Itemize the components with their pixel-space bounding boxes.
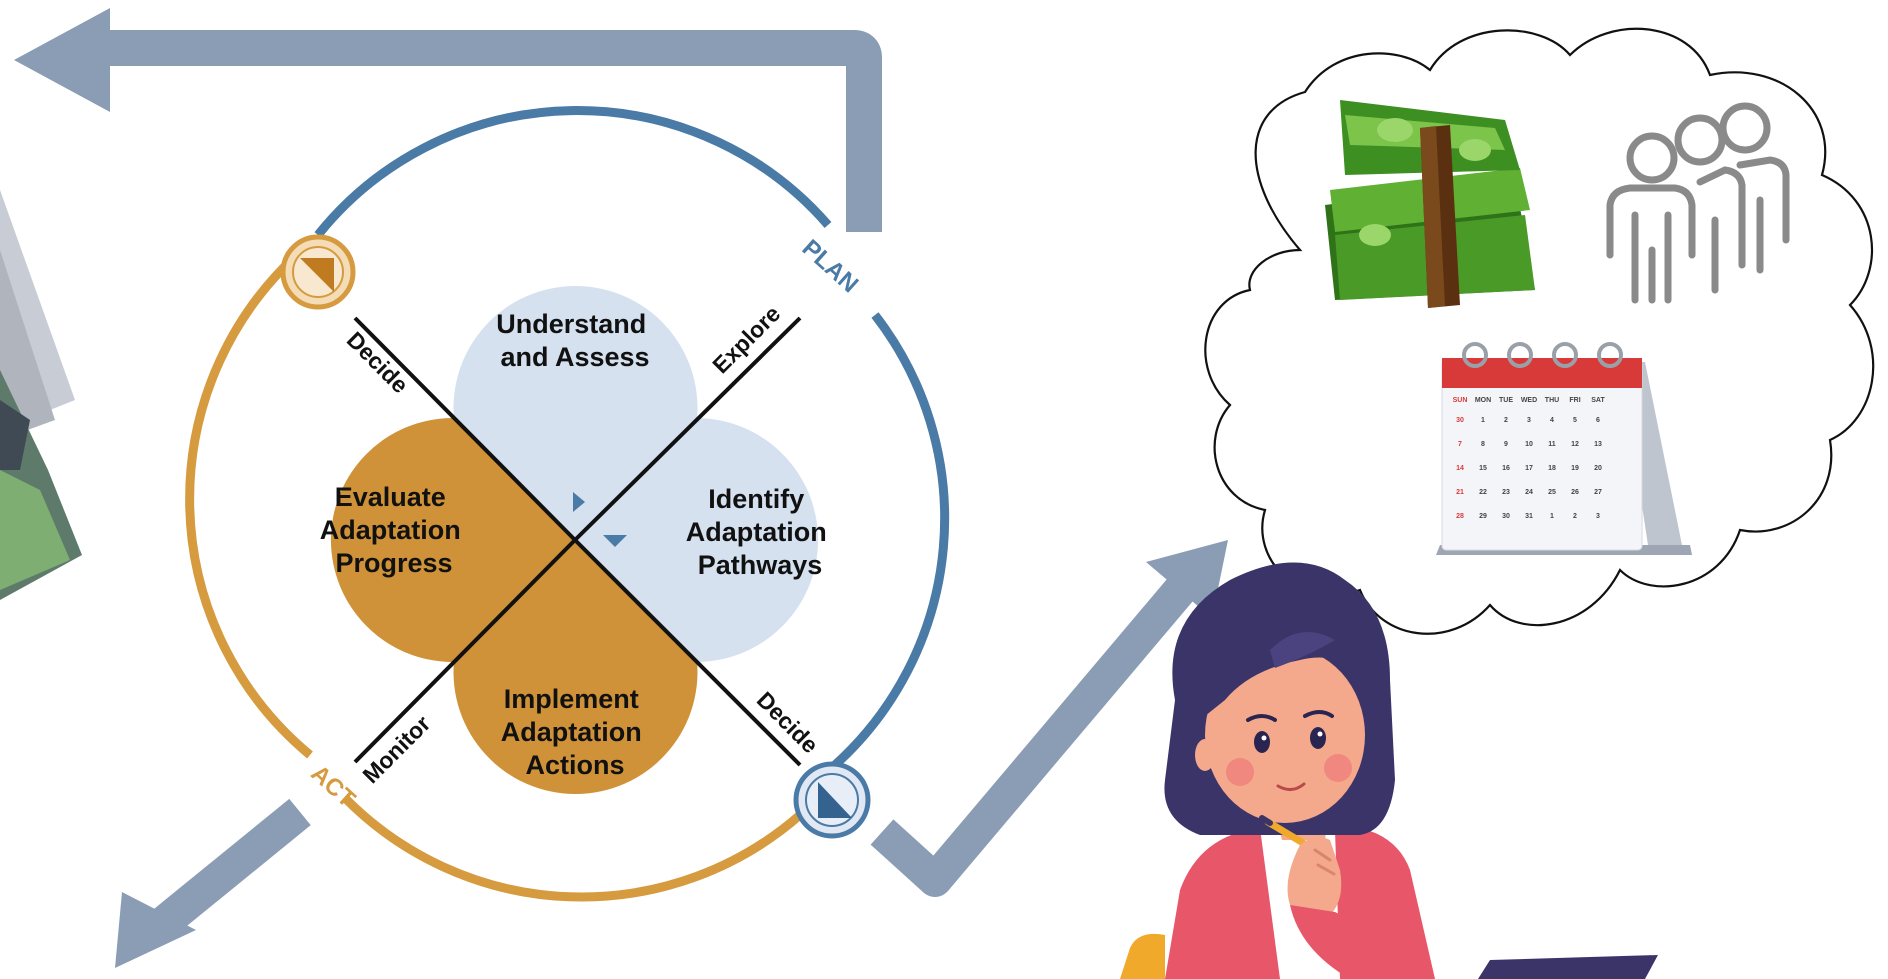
svg-text:12: 12	[1571, 441, 1579, 448]
svg-text:MON: MON	[1475, 397, 1491, 404]
evaluate-adaptation-progress-label: Evaluate Adaptation Progress	[320, 482, 469, 578]
photo-front-roof	[0, 400, 30, 470]
svg-text:30: 30	[1456, 417, 1464, 424]
svg-text:20: 20	[1594, 465, 1602, 472]
implement-adaptation-actions-label: Implement Adaptation Actions	[501, 684, 650, 780]
calendar-icon: SUN MON TUE WED THU FRI SAT 30 1 2 3 4 5…	[1436, 342, 1692, 555]
plan-end-marker	[793, 761, 871, 839]
svg-text:18: 18	[1548, 465, 1556, 472]
plan-label: PLAN	[797, 235, 864, 299]
svg-text:5: 5	[1573, 417, 1577, 424]
svg-text:27: 27	[1594, 489, 1602, 496]
photo-stack	[0, 190, 82, 600]
svg-text:23: 23	[1502, 489, 1510, 496]
bottom-left-arrowhead	[115, 892, 196, 968]
svg-text:3: 3	[1596, 513, 1600, 520]
cheek-right	[1324, 754, 1352, 782]
svg-text:6: 6	[1596, 417, 1600, 424]
flow-arrows	[14, 8, 1228, 968]
eye-right	[1310, 727, 1326, 749]
svg-text:28: 28	[1456, 513, 1464, 520]
axis-line-sw	[353, 538, 577, 764]
svg-text:17: 17	[1525, 465, 1533, 472]
svg-text:30: 30	[1502, 513, 1510, 520]
calendar-dates: 30 1 2 3 4 5 6 7 8 9 10 11 12 13 14 15 1…	[1456, 417, 1602, 520]
laptop	[1478, 955, 1658, 979]
explore-label: Explore	[707, 300, 785, 378]
cycle: Understand and Assess Identify Adaptatio…	[185, 106, 950, 902]
svg-text:WED: WED	[1521, 397, 1537, 404]
svg-text:13: 13	[1594, 441, 1602, 448]
svg-text:29: 29	[1479, 513, 1487, 520]
axis-line-nw	[353, 316, 577, 542]
svg-text:TUE: TUE	[1499, 397, 1513, 404]
svg-text:22: 22	[1479, 489, 1487, 496]
svg-text:SUN: SUN	[1453, 397, 1468, 404]
svg-text:10: 10	[1525, 441, 1533, 448]
top-return-arrowhead	[14, 8, 110, 112]
people-group-icon	[1606, 102, 1790, 304]
understand-and-assess-label: Understand and Assess	[496, 309, 654, 372]
hair-bun	[1270, 632, 1335, 668]
svg-text:31: 31	[1525, 513, 1533, 520]
svg-text:7: 7	[1458, 441, 1462, 448]
top-return-arrow	[100, 30, 882, 232]
plan-ring-arc	[314, 106, 832, 238]
thinking-woman-illustration	[1120, 562, 1658, 979]
svg-text:FRI: FRI	[1569, 397, 1580, 404]
svg-text:16: 16	[1502, 465, 1510, 472]
svg-text:11: 11	[1548, 441, 1556, 448]
bottom-left-arrow	[144, 798, 311, 944]
arm	[1290, 905, 1420, 979]
svg-text:26: 26	[1571, 489, 1579, 496]
svg-text:THU: THU	[1545, 397, 1559, 404]
svg-text:19: 19	[1571, 465, 1579, 472]
act-start-marker	[280, 234, 356, 310]
act-ring-arc-bottom	[341, 794, 803, 902]
chair-back	[1120, 933, 1165, 979]
plan-ring-arc-right	[831, 312, 950, 769]
eye-left	[1254, 731, 1270, 753]
svg-text:2: 2	[1573, 513, 1577, 520]
axis-line-se	[573, 538, 802, 767]
svg-text:3: 3	[1527, 417, 1531, 424]
thought-cloud: SUN MON TUE WED THU FRI SAT 30 1 2 3 4 5…	[1204, 27, 1875, 635]
mouth	[1276, 782, 1306, 791]
svg-text:8: 8	[1481, 441, 1485, 448]
svg-text:14: 14	[1456, 465, 1464, 472]
axis-line-ne	[573, 316, 802, 542]
svg-text:2: 2	[1504, 417, 1508, 424]
decide-label-top-left: Decide	[342, 326, 414, 398]
svg-text:1: 1	[1481, 417, 1485, 424]
svg-text:25: 25	[1548, 489, 1556, 496]
svg-text:15: 15	[1479, 465, 1487, 472]
svg-text:SAT: SAT	[1591, 397, 1605, 404]
svg-text:21: 21	[1456, 489, 1464, 496]
money-stack-icon	[1325, 100, 1535, 308]
identify-adaptation-pathways-label: Identify Adaptation Pathways	[686, 484, 835, 580]
inner-marker-right	[573, 492, 585, 512]
inner-marker-down	[603, 535, 627, 547]
svg-text:9: 9	[1504, 441, 1508, 448]
svg-text:4: 4	[1550, 417, 1554, 424]
photo-middle	[0, 250, 55, 440]
svg-text:1: 1	[1550, 513, 1554, 520]
photo-front-detail	[0, 470, 70, 590]
svg-text:24: 24	[1525, 489, 1533, 496]
act-ring-arc	[185, 248, 313, 759]
to-thought-arrow	[870, 579, 1193, 897]
decide-label-bottom-right: Decide	[752, 686, 824, 758]
cheek-left	[1226, 758, 1254, 786]
calendar-weekdays: SUN MON TUE WED THU FRI SAT	[1453, 397, 1606, 404]
